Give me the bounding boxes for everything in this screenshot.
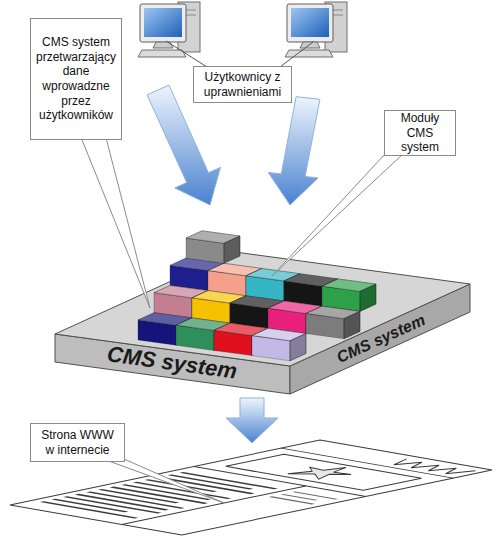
leader-line [280, 42, 313, 67]
banner-burst [283, 464, 367, 480]
users-box: Użytkownicy z uprawnieniami [193, 66, 292, 103]
text-bar [40, 501, 138, 518]
text-bar [269, 496, 315, 504]
module-block [186, 231, 240, 264]
callout-box: Strona WWW w internecie [30, 423, 125, 462]
callout-tail [272, 140, 418, 276]
callout-box: CMS system przetwarzający dane wprowadzn… [30, 18, 122, 140]
flow-arrow [147, 85, 220, 205]
computer-icon [285, 2, 347, 57]
text-bar [63, 496, 161, 513]
module-block [252, 328, 306, 361]
module-block [322, 279, 376, 312]
flow-arrow [226, 398, 278, 443]
computer-icon [138, 2, 200, 57]
www-mark [385, 459, 475, 475]
callout-box: Moduły CMS system [384, 110, 456, 156]
text-bar [75, 494, 169, 511]
text-bar [292, 491, 338, 499]
text-bar [86, 491, 184, 508]
box-text: Strona WWW w internecie [39, 428, 116, 457]
leader-line [166, 41, 207, 67]
callout-tail [78, 130, 150, 308]
box-text: CMS system przetwarzający dane wprowadzn… [34, 35, 118, 123]
text-bar [179, 472, 277, 489]
box-text: Użytkownicy z uprawnieniami [200, 70, 285, 99]
flow-arrow [268, 97, 320, 205]
page-rule [194, 466, 366, 496]
module-block [306, 306, 360, 339]
box-text: Moduły CMS system [388, 111, 452, 155]
